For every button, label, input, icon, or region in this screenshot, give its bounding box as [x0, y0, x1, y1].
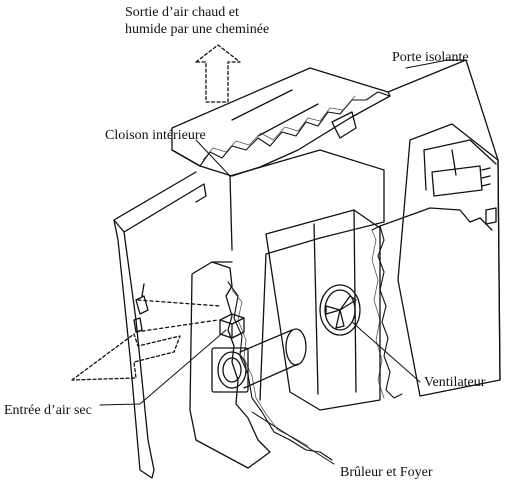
left-door-panel [113, 171, 221, 479]
fan-panel [265, 209, 381, 411]
roof-panel [171, 67, 391, 177]
interior-partition [229, 149, 385, 401]
label-hot-air-exit-line1: Sortie d’air chaud et [125, 5, 239, 20]
leader-lines [99, 59, 467, 465]
hot-air-exit-arrow [195, 44, 241, 103]
label-insulating-door: Porte isolante [392, 50, 469, 65]
burner-firebox [189, 261, 333, 469]
dry-air-inlet-arrow [71, 333, 181, 381]
label-interior-partition: Cloison intérieure [105, 128, 206, 143]
label-burner-firebox: Brûleur et Foyer [340, 465, 433, 480]
label-hot-air-exit-line2: humide par une cheminée [125, 22, 270, 37]
insulating-door [371, 59, 501, 399]
label-fan: Ventilateur [424, 375, 486, 390]
label-hot-air-exit: Sortie d’air chaud et humide par une che… [125, 4, 269, 38]
label-dry-air-inlet: Entrée d’air sec [4, 403, 92, 418]
